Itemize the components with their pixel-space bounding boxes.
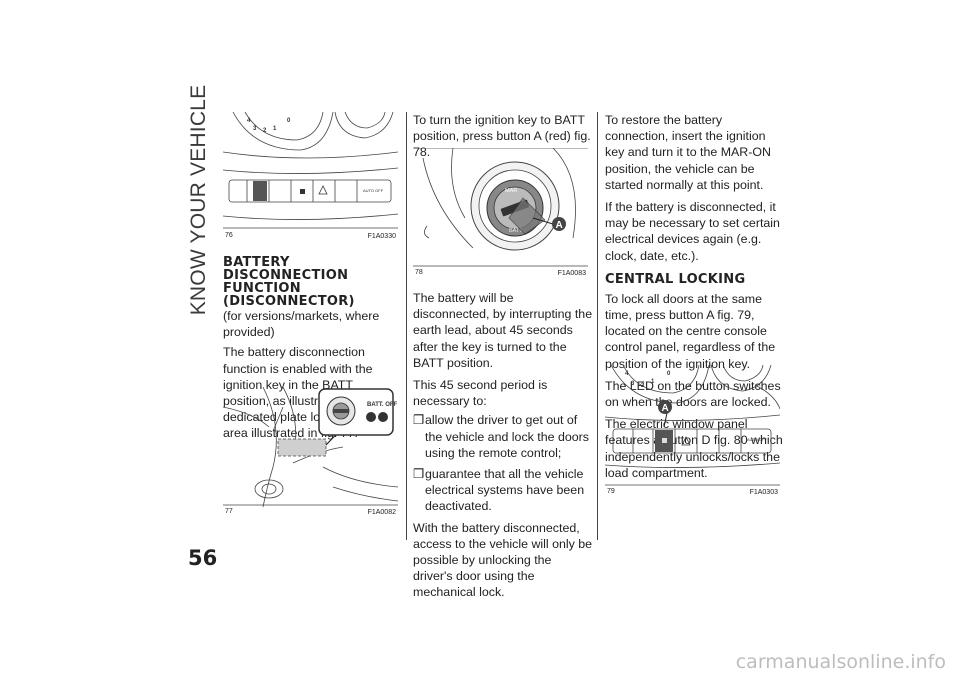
- paragraph: To lock all doors at the same time, pres…: [605, 291, 776, 371]
- figure-number: 77: [225, 508, 233, 515]
- figure-code: F1A0083: [557, 270, 586, 277]
- central-locking-heading: CENTRAL LOCKING: [605, 271, 746, 287]
- lock-icon: [300, 189, 305, 194]
- column-divider: [597, 112, 598, 540]
- svg-text:2: 2: [641, 383, 645, 389]
- svg-text:1: 1: [651, 379, 655, 385]
- callout-a-badge: [658, 400, 672, 414]
- ring-text-mar: MAR: [505, 188, 517, 194]
- column-3: To restore the battery connection, inser…: [605, 112, 785, 487]
- dashboard-battery-plate-illustration: BATT. OFF: [223, 387, 398, 508]
- figure-77: BATT. OFF 77 F1A0082: [223, 387, 398, 517]
- figure-code: F1A0303: [749, 489, 778, 496]
- lock-icon: [662, 438, 667, 443]
- section-title: KNOW YOUR VEHICLE: [187, 84, 210, 316]
- hazard-icon: [681, 436, 691, 446]
- figure-code: F1A0330: [367, 233, 396, 240]
- svg-text:2: 2: [263, 128, 267, 134]
- list-item: ❒ allow the driver to get out of the veh…: [413, 413, 589, 460]
- figure-code: F1A0082: [367, 509, 396, 516]
- column-2-body: The battery will be disconnected, by int…: [413, 290, 593, 607]
- page-number: 56: [188, 546, 218, 570]
- paragraph: The battery will be disconnected, by int…: [413, 291, 593, 370]
- figure-78: MAR BATT A 78 F1A0083: [413, 148, 588, 280]
- callout-a-badge: [552, 217, 566, 231]
- ring-text-batt: BATT: [509, 228, 523, 234]
- bullet-mark: ❒: [413, 467, 425, 482]
- red-button-a: [508, 197, 546, 235]
- svg-text:3: 3: [631, 381, 635, 387]
- plate-location-marker: [277, 438, 327, 457]
- footer-watermark: carmanualsonline.info: [735, 651, 946, 673]
- callout-a-text: A: [556, 220, 563, 231]
- svg-text:4: 4: [247, 118, 251, 124]
- battery-heading: BATTERY DISCONNECTION FUNCTION (DISCONNE…: [223, 255, 355, 309]
- figure-number: 78: [415, 269, 423, 276]
- paragraph: This 45 second period is necessary to:: [413, 378, 548, 409]
- auto-off-button-text: AUTO OFF: [363, 188, 384, 193]
- column-2: To turn the ignition key to BATT positio…: [413, 112, 591, 167]
- svg-text:1: 1: [273, 126, 277, 132]
- svg-text:0: 0: [287, 118, 291, 124]
- ignition-switch-illustration: MAR BATT A: [413, 148, 588, 267]
- paragraph: To restore the battery connection, inser…: [605, 113, 771, 192]
- auto-off-button-text: AUTO OFF: [747, 437, 768, 442]
- svg-text:0: 0: [667, 371, 671, 377]
- paragraph: If the battery is disconnected, it may b…: [605, 200, 780, 263]
- hazard-icon: [318, 185, 328, 195]
- list-item: ❒ guarantee that all the vehicle electri…: [413, 467, 585, 514]
- callout-a-text: A: [662, 403, 669, 414]
- figure-number: 76: [225, 232, 233, 239]
- svg-text:3: 3: [253, 126, 257, 132]
- subnote: (for versions/markets, where provided): [223, 309, 380, 340]
- batt-off-label: BATT. OFF: [367, 402, 398, 408]
- paragraph: With the battery disconnected, access to…: [413, 520, 593, 600]
- figure-number: 79: [607, 488, 615, 495]
- paragraph: To turn the ignition key to BATT positio…: [413, 113, 591, 160]
- column-divider: [406, 112, 407, 540]
- bullet-mark: ❒: [413, 413, 425, 428]
- svg-text:4: 4: [625, 371, 629, 377]
